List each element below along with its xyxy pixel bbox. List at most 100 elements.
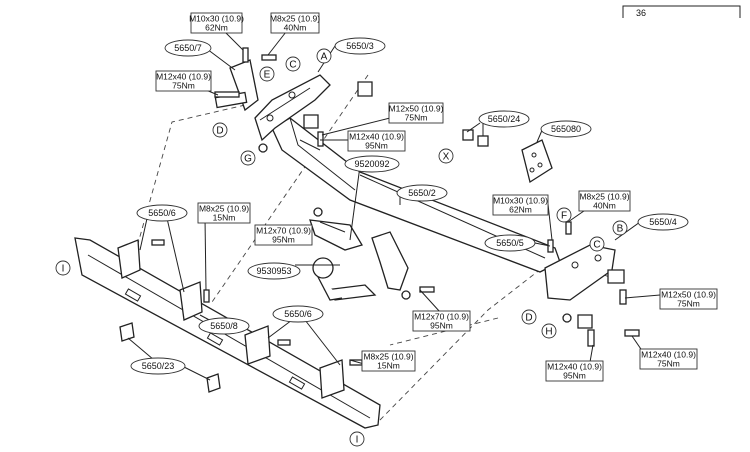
spec-size: M8x25 (10.9) — [199, 204, 249, 214]
spec-torque: 15Nm — [377, 361, 400, 371]
part-label: 5650/6 — [272, 305, 324, 323]
marker: I — [55, 260, 71, 276]
part-label: 5650/4 — [637, 213, 689, 231]
spec-size: M10x30 (10.9) — [189, 14, 244, 24]
spec-box: M8x25 (10.9) 40Nm — [578, 190, 631, 212]
spec-boxes: M10x30 (10.9) 62Nm M8x25 (10.9) 40Nm M12… — [155, 12, 718, 382]
spec-torque: 15Nm — [213, 213, 236, 223]
spec-size: M12x40 (10.9) — [641, 350, 696, 360]
spec-box: M12x40 (10.9) 75Nm — [639, 348, 698, 370]
marker-letter: I — [62, 264, 65, 275]
spec-size: M8x25 (10.9) — [270, 14, 320, 24]
marker-letter: G — [244, 154, 252, 165]
spec-torque: 95Nm — [430, 321, 453, 331]
fasteners — [151, 47, 640, 366]
marker: F — [556, 207, 572, 223]
part-label: 9530953 — [247, 262, 301, 280]
spec-torque: 95Nm — [272, 235, 295, 245]
part-label: 9520092 — [344, 155, 400, 173]
spacer-tubes — [462, 129, 489, 147]
spec-torque: 40Nm — [593, 201, 616, 211]
spec-box: M8x25 (10.9) 15Nm — [361, 350, 416, 372]
marker-letter: A — [321, 52, 328, 63]
marker-letter: D — [525, 313, 532, 324]
spec-box: M8x25 (10.9) 15Nm — [197, 202, 251, 224]
part-number: 5650/6 — [148, 208, 176, 218]
marker-letter: C — [289, 60, 296, 71]
spec-size: M12x40 (10.9) — [156, 72, 211, 82]
part-labels: 5650/7 5650/3 5650/24 565080 9520092 565… — [130, 37, 689, 375]
spec-box: M10x30 (10.9) 62Nm — [492, 194, 549, 216]
part-number: 5650/5 — [496, 238, 524, 248]
part-label: 5650/24 — [478, 110, 530, 128]
marker: I — [349, 431, 365, 447]
part-label: 5650/5 — [484, 234, 536, 252]
marker-letter: E — [264, 70, 271, 81]
spec-box: M10x30 (10.9) 62Nm — [189, 12, 244, 34]
marker: H — [541, 323, 557, 339]
small-plates — [119, 322, 221, 393]
marker: D — [521, 309, 537, 325]
marker: B — [612, 220, 628, 236]
beam-brackets — [117, 239, 345, 399]
spec-box: M12x70 (10.9) 95Nm — [254, 224, 313, 246]
marker: C — [589, 236, 605, 252]
marker-letter: F — [561, 211, 567, 222]
marker-letter: X — [443, 152, 450, 163]
marker: E — [259, 66, 275, 82]
marker-letter: I — [356, 435, 359, 446]
marker-letter: H — [545, 327, 552, 338]
left-upper-bracket — [214, 59, 259, 112]
letter-markers: A C E D G X F B C D H I I — [55, 48, 628, 447]
spec-torque: 62Nm — [509, 205, 532, 215]
spec-size: M12x50 (10.9) — [389, 104, 444, 114]
part-number: 5650/7 — [174, 43, 202, 53]
spec-box: M12x50 (10.9) 75Nm — [388, 102, 444, 124]
spec-torque: 40Nm — [284, 23, 307, 33]
spec-box: M12x70 (10.9) 95Nm — [412, 310, 471, 332]
tow-ball-mount — [309, 219, 409, 301]
spec-size: M8x25 (10.9) — [363, 352, 413, 362]
spec-size: M12x50 (10.9) — [661, 290, 716, 300]
spec-torque: 75Nm — [405, 113, 428, 123]
leader-lines — [127, 22, 661, 381]
part-number: 5650/23 — [142, 361, 175, 371]
spec-torque: 95Nm — [563, 371, 586, 381]
marker-letter: D — [216, 126, 223, 137]
part-number: 9520092 — [354, 159, 389, 169]
part-number: 565080 — [551, 124, 581, 134]
mounting-plate — [521, 139, 553, 184]
spec-box: M12x40 (10.9) 95Nm — [347, 130, 406, 152]
spec-box: M12x40 (10.9) 75Nm — [155, 70, 212, 92]
spec-torque: 95Nm — [365, 141, 388, 151]
spec-size: M10x30 (10.9) — [493, 196, 548, 206]
part-number: 5650/6 — [284, 309, 312, 319]
left-side-bracket — [254, 74, 331, 142]
part-number: 5650/8 — [210, 321, 238, 331]
part-label: 5650/3 — [334, 37, 386, 55]
spec-size: M12x70 (10.9) — [256, 226, 311, 236]
part-number: 5650/3 — [346, 41, 374, 51]
spec-size: M12x70 (10.9) — [414, 312, 469, 322]
marker: C — [285, 56, 301, 72]
part-label: 5650/8 — [198, 317, 250, 335]
spec-torque: 62Nm — [205, 23, 228, 33]
frame-corner: 36 — [622, 5, 741, 18]
spec-box: M12x40 (10.9) 95Nm — [545, 360, 604, 382]
part-label: 5650/2 — [396, 184, 448, 202]
spec-size: M12x40 (10.9) — [349, 132, 404, 142]
marker: A — [316, 48, 332, 64]
part-number: 5650/24 — [488, 114, 521, 124]
part-label: 5650/7 — [164, 39, 212, 57]
marker-letter: B — [617, 224, 624, 235]
marker: G — [240, 150, 256, 166]
spec-torque: 75Nm — [657, 359, 680, 369]
marker-letter: C — [593, 240, 600, 251]
part-number: 5650/4 — [649, 217, 677, 227]
part-label: 5650/23 — [130, 357, 186, 375]
marker: D — [212, 122, 228, 138]
spec-torque: 75Nm — [172, 81, 195, 91]
part-number: 9530953 — [256, 266, 291, 276]
